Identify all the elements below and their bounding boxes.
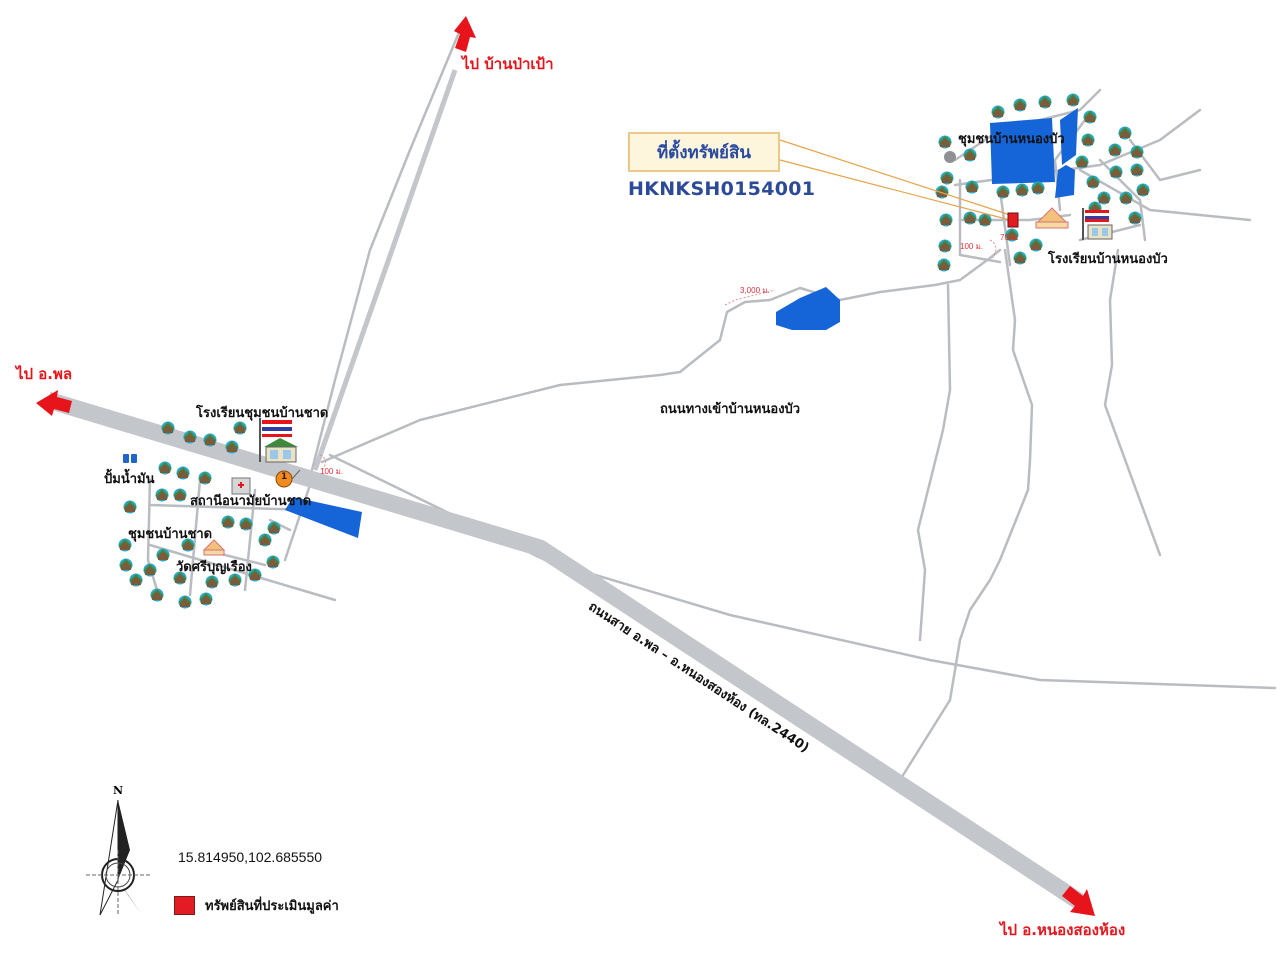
place-nongbua-community: ชุมชนบ้านหนองบัว [958,132,1065,147]
gas-station-icon [123,454,137,463]
arrow-north-icon [454,16,476,52]
direction-arrows [36,16,1095,916]
callout-label: ที่ตั้งทรัพย์สิน [656,142,752,163]
nongbua-temple-icon [1035,207,1069,229]
chat-school-icon [259,418,298,463]
health-station-icon [231,477,251,495]
distance-junction: 100 ม. [320,467,344,476]
nongbua-school-icon [1082,208,1113,240]
place-nongbua-school: โรงเรียนบ้านหนองบัว [1048,252,1168,267]
main-highway [45,69,1085,910]
callout-leader [779,139,1011,221]
coordinates: 15.814950,102.685550 [178,849,323,865]
marker-1-icon [275,469,301,488]
asset-callout: ที่ตั้งทรัพย์สิน [628,132,780,172]
arrow-west-icon [36,390,72,416]
temple-icon [202,539,226,556]
access-road-label: ถนนทางเข้าบ้านหนองบัว [660,402,801,417]
gray-blob [944,151,956,163]
distance-near-asset-2: 70 ม. [1000,233,1019,242]
legend-asset-swatch [174,896,195,915]
arrow-southeast-icon [1062,886,1095,916]
distance-access-road: 3,000 ม. [740,286,770,295]
asset-marker-icon [1007,212,1019,228]
place-temple: วัดศรีบุญเรือง [176,560,252,575]
asset-code: HKNKSH0154001 [628,178,816,200]
place-gas-station: ปั้มน้ำมัน [104,472,155,487]
legend-asset-label: ทรัพย์สินที่ประเมินมูลค่า [205,899,339,914]
direction-label-phon: ไป อ.พล [16,365,73,383]
water-bodies [285,108,1078,538]
marker-number: 1 [281,472,288,482]
legend: ทรัพย์สินที่ประเมินมูลค่า [174,895,339,916]
place-health-station: สถานีอนามัยบ้านชาด [190,494,312,509]
distance-arcs [319,239,997,471]
compass-north-label: N [113,784,124,797]
place-chat-community: ชุมชนบ้านชาด [128,527,213,542]
direction-label-pa-pao: ไป บ้านป่าเป้า [462,55,554,73]
compass-icon [86,799,152,916]
place-chat-school: โรงเรียนชุมชนบ้านชาด [196,406,329,421]
distance-near-asset-1: 100 ม. [960,242,984,251]
direction-label-nong-song-hong: ไป อ.หนองสองห้อง [1000,921,1126,939]
